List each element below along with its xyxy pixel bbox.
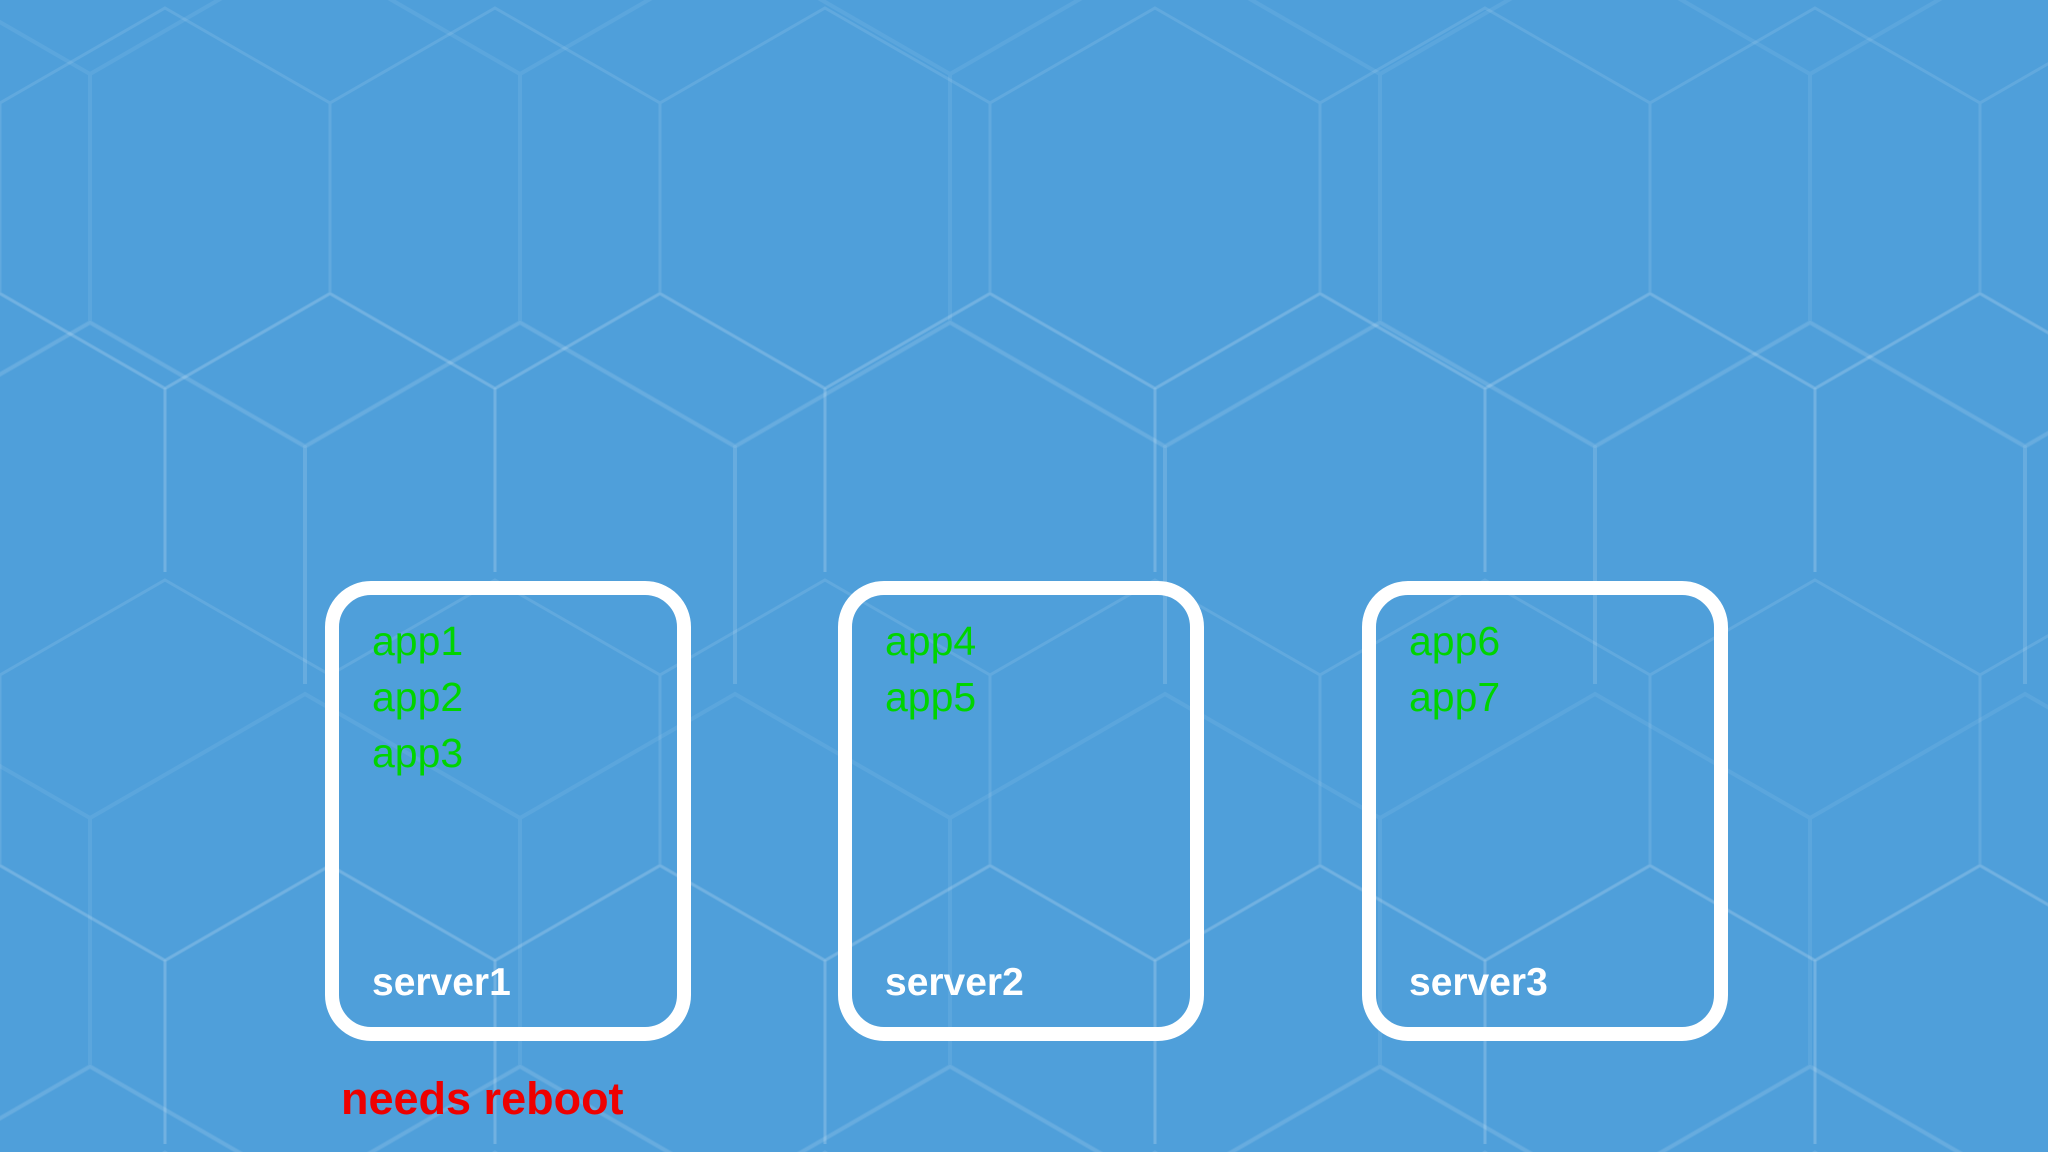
server-box-server2[interactable]: app4 app5 server2 [838, 581, 1204, 1041]
annotation-needs-reboot: needs reboot [341, 1073, 624, 1124]
app-label: app2 [372, 674, 464, 720]
app-label: app6 [1409, 618, 1501, 664]
server-name-label: server1 [372, 961, 511, 1004]
server-name-label: server2 [885, 961, 1024, 1004]
app-list-server1: app1 app2 app3 [372, 613, 463, 781]
app-label: app4 [885, 618, 977, 664]
app-label: app3 [372, 730, 464, 776]
app-list-server2: app4 app5 [885, 613, 976, 725]
app-label: app7 [1409, 674, 1501, 720]
app-label: app5 [885, 674, 977, 720]
server-box-server1[interactable]: app1 app2 app3 server1 [325, 581, 691, 1041]
server-box-server3[interactable]: app6 app7 server3 [1362, 581, 1728, 1041]
app-list-server3: app6 app7 [1409, 613, 1500, 725]
app-label: app1 [372, 618, 464, 664]
server-name-label: server3 [1409, 961, 1548, 1004]
